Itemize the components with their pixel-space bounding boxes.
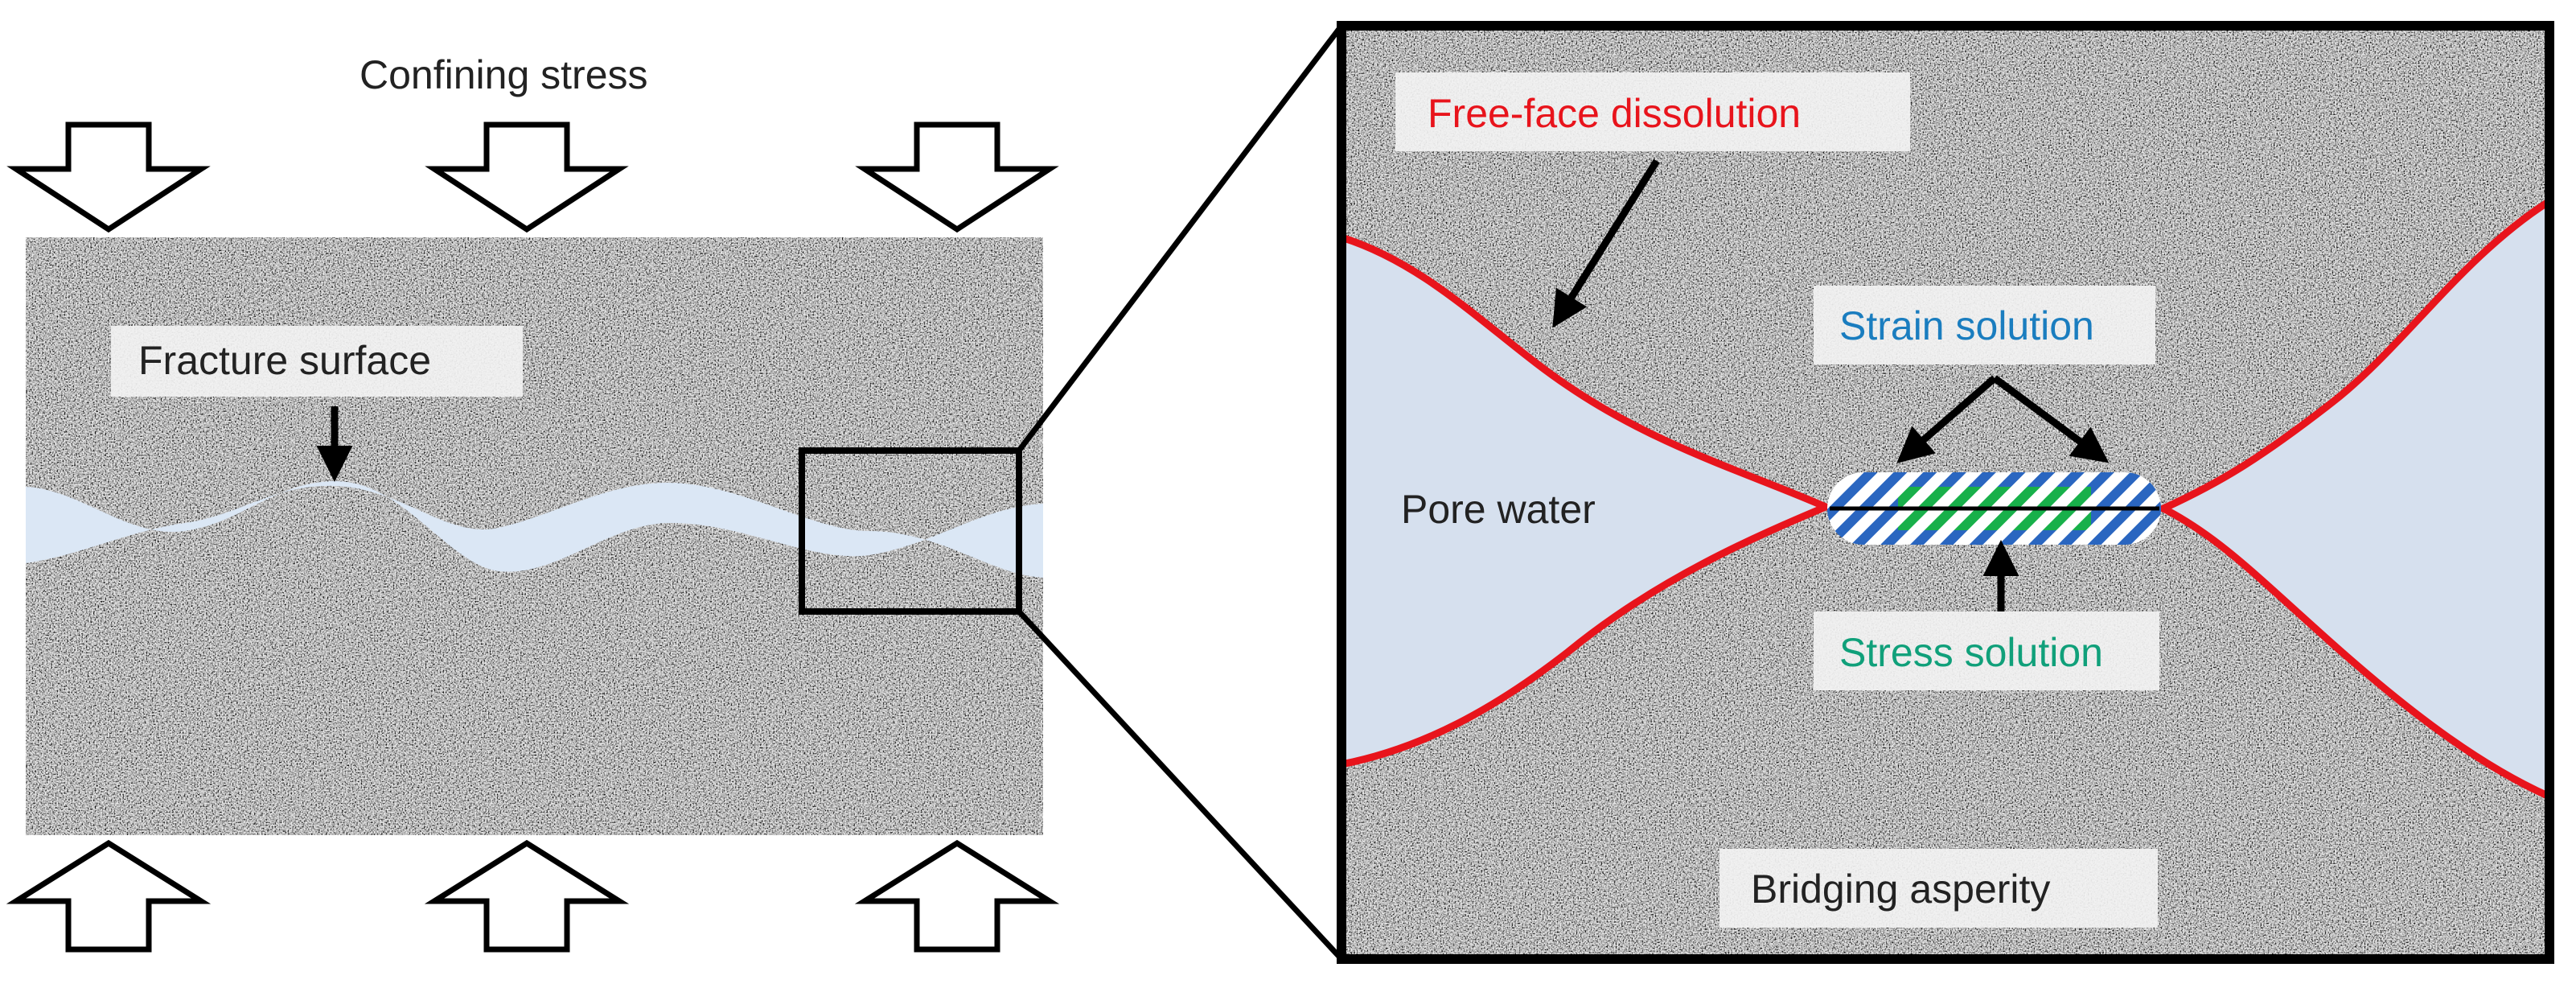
down-hollow-arrow-icon — [855, 121, 1059, 233]
bottom-arrows — [6, 839, 1060, 953]
top-arrows — [6, 121, 1059, 233]
zoom-line-top — [1017, 23, 1344, 453]
fracture-surface-label: Fracture surface — [138, 338, 431, 383]
up-hollow-arrow-icon — [854, 839, 1060, 953]
left-panel: Confining stress Fracture surface — [6, 52, 1060, 953]
free-face-label-box — [1395, 72, 1910, 151]
strain-pointer-left — [1896, 375, 1997, 463]
free-face-pointer — [1552, 159, 1660, 328]
confining-stress-label: Confining stress — [359, 52, 648, 97]
zoom-box — [799, 447, 1022, 615]
pore-water-right — [2163, 201, 2549, 797]
inset-frame — [1337, 21, 2554, 964]
pore-water-left — [1341, 237, 1826, 764]
bridging-asperity-label: Bridging asperity — [1751, 867, 2050, 912]
free-face-lines — [1341, 197, 2549, 801]
strain-label-box — [1814, 286, 2155, 364]
stress-label-box — [1814, 611, 2159, 690]
down-hollow-arrow-icon — [425, 121, 629, 233]
free-face-label: Free-face dissolution — [1428, 91, 1801, 136]
up-hollow-arrow-icon — [6, 839, 212, 953]
contact-zone — [1827, 472, 2161, 545]
zoom-lines — [1017, 23, 1344, 961]
fracture-label-box — [111, 326, 523, 397]
bridging-label-box — [1719, 849, 2158, 928]
stress-solution-label: Stress solution — [1839, 630, 2103, 675]
fracture-aperture — [26, 480, 1043, 578]
down-hollow-arrow-icon — [6, 121, 211, 233]
up-hollow-arrow-icon — [424, 839, 630, 953]
pore-water-label: Pore water — [1401, 487, 1596, 532]
strain-pointer-right — [1992, 375, 2110, 463]
zoom-line-bottom — [1017, 609, 1344, 961]
strain-solution-label: Strain solution — [1839, 303, 2094, 348]
inset-panel: Free-face dissolution Strain solution Po… — [1337, 21, 2554, 964]
